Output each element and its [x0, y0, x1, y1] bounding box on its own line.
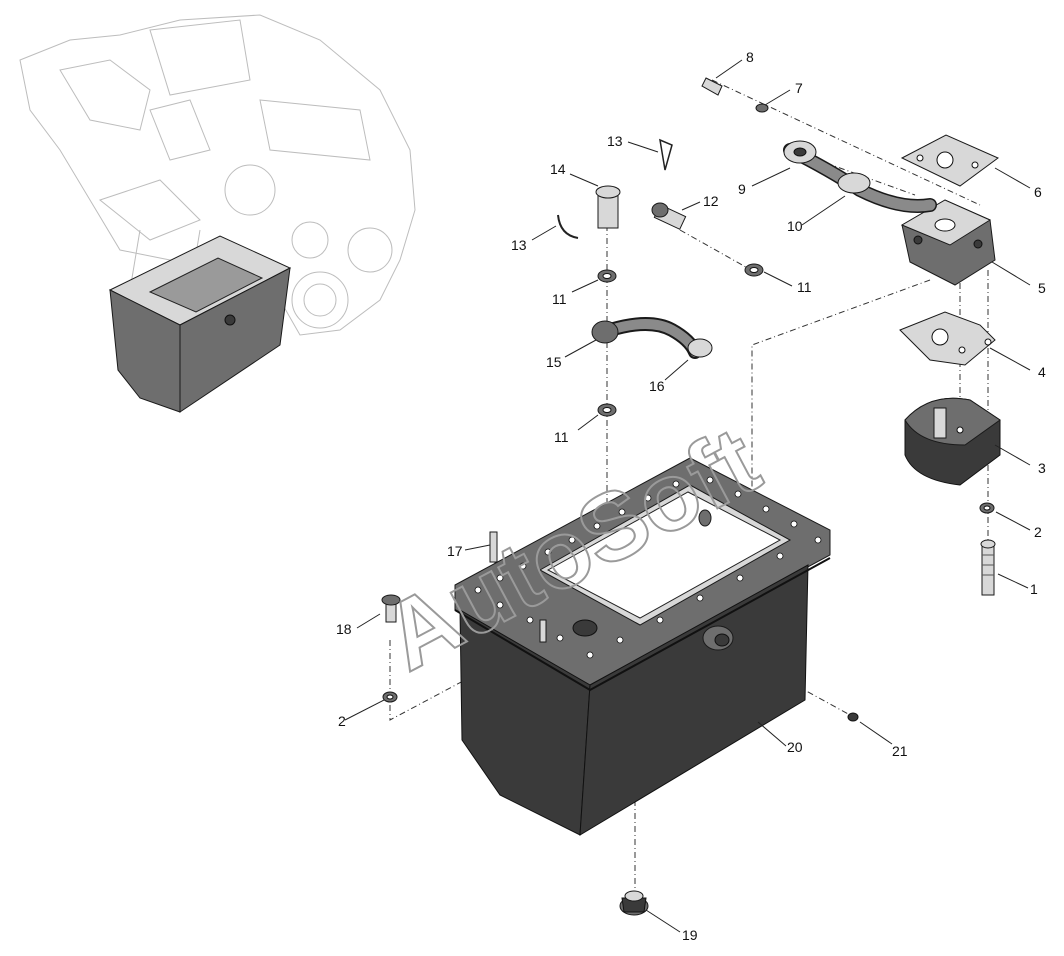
callout-17: 17 [447, 543, 463, 559]
oil-pump-body [904, 397, 1001, 486]
callout-2-right: 2 [1034, 524, 1042, 540]
callout-21: 21 [892, 743, 908, 759]
callout-labels: 1 2 2 3 4 5 6 7 8 9 10 11 11 11 12 13 13… [336, 49, 1046, 943]
callout-5: 5 [1038, 280, 1046, 296]
suction-pipe [591, 317, 713, 359]
callout-11-top: 11 [552, 291, 567, 307]
oil-pan [454, 457, 831, 836]
drain-plug [619, 890, 649, 916]
washer-right [979, 502, 995, 514]
callout-14: 14 [550, 161, 566, 177]
callout-8: 8 [746, 49, 754, 65]
callout-19: 19 [682, 927, 698, 943]
union-bolt [651, 202, 687, 230]
callout-2-left: 2 [338, 713, 346, 729]
callout-3: 3 [1038, 460, 1046, 476]
retaining-clip-left [557, 214, 579, 239]
oil-pipe-upper [783, 140, 937, 213]
gasket-lower [899, 311, 996, 366]
callout-16: 16 [649, 378, 665, 394]
callout-6: 6 [1034, 184, 1042, 200]
callout-15: 15 [546, 354, 562, 370]
callout-13-left: 13 [511, 237, 527, 253]
washer-left [382, 691, 398, 703]
callout-11-bottom: 11 [554, 429, 569, 445]
callout-4: 4 [1038, 364, 1046, 380]
callout-9: 9 [738, 181, 746, 197]
seal-ring-b [744, 263, 764, 277]
callout-1: 1 [1030, 581, 1038, 597]
gasket-upper [900, 134, 999, 187]
pump-bolt [980, 539, 996, 596]
plug-small [847, 712, 859, 722]
callout-18: 18 [336, 621, 352, 637]
callout-7: 7 [795, 80, 803, 96]
callout-12: 12 [703, 193, 719, 209]
leader-lines [344, 59, 1031, 933]
adapter-housing [900, 199, 996, 286]
seal-ring-a [597, 269, 617, 283]
overview-oil-pan [108, 235, 292, 413]
callout-10: 10 [787, 218, 803, 234]
callout-20: 20 [787, 739, 803, 755]
callout-13-top: 13 [607, 133, 623, 149]
pipe-bolt [701, 77, 723, 96]
dowel-pin [489, 531, 498, 563]
pan-bolt [381, 594, 401, 623]
retaining-clip-top [659, 138, 673, 171]
callout-11-right: 11 [797, 279, 812, 295]
strainer-cap [595, 185, 621, 229]
nut-small [755, 103, 769, 113]
seal-ring-c [597, 403, 617, 417]
